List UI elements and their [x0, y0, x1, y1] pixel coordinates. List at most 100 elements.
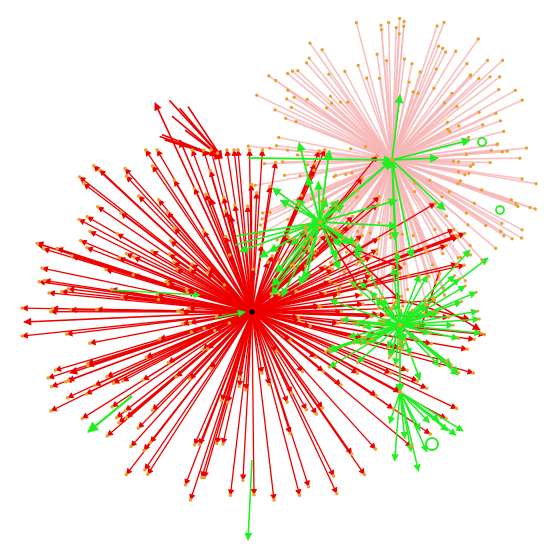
- leaf-node: [224, 209, 228, 213]
- red-edge: [251, 232, 466, 313]
- leaf-node: [444, 214, 448, 218]
- leaf-node: [221, 442, 225, 446]
- leaf-node: [500, 150, 504, 154]
- leaf-node: [462, 263, 466, 267]
- leaf-node: [46, 376, 50, 380]
- leaf-node: [467, 171, 471, 175]
- leaf-node: [156, 198, 161, 202]
- leaf-node: [444, 243, 448, 248]
- leaf-node: [270, 254, 274, 258]
- leaf-node: [362, 325, 366, 329]
- red-edge: [124, 311, 253, 412]
- leaf-node: [370, 337, 374, 341]
- leaf-node: [313, 355, 318, 359]
- leaf-node: [329, 101, 334, 105]
- leaf-node: [327, 365, 331, 369]
- leaf-node: [400, 232, 404, 236]
- leaf-node: [375, 154, 379, 158]
- pink-edge: [391, 63, 468, 161]
- leaf-node: [144, 148, 148, 152]
- pink-edge: [344, 71, 393, 161]
- leaf-node: [267, 383, 271, 387]
- leaf-node: [309, 197, 313, 201]
- leaf-node: [124, 472, 128, 477]
- leaf-node: [444, 416, 448, 421]
- leaf-node: [49, 409, 53, 413]
- leaf-node: [290, 69, 295, 73]
- leaf-node: [346, 100, 350, 104]
- leaf-node: [274, 78, 278, 83]
- leaf-node: [295, 153, 299, 157]
- leaf-node: [202, 475, 206, 480]
- leaf-node: [289, 263, 293, 267]
- leaf-node: [369, 273, 373, 278]
- leaf-node: [358, 280, 362, 284]
- red-edge: [111, 311, 253, 408]
- leaf-node: [433, 201, 437, 205]
- leaf-node: [485, 58, 490, 63]
- leaf-node: [444, 359, 449, 363]
- pink-edge: [376, 54, 393, 161]
- leaf-node: [187, 306, 191, 310]
- leaf-node: [334, 173, 338, 178]
- pink-edge: [391, 159, 459, 185]
- leaf-node: [379, 297, 383, 301]
- green-edge: [399, 274, 428, 326]
- leaf-node: [232, 148, 236, 152]
- pink-edge: [342, 159, 393, 239]
- green-edge: [391, 94, 404, 161]
- leaf-node: [109, 287, 114, 291]
- leaf-node: [328, 94, 332, 98]
- pink-edge: [391, 123, 483, 161]
- red-edge: [251, 311, 317, 415]
- leaf-node: [361, 225, 365, 229]
- leaf-node: [85, 215, 89, 219]
- leaf-node: [477, 317, 481, 321]
- leaf-node: [388, 371, 393, 375]
- leaf-node: [411, 234, 415, 238]
- green-edge: [271, 221, 321, 297]
- self-loop: [477, 137, 487, 147]
- leaf-node: [167, 252, 172, 256]
- leaf-node: [472, 201, 476, 205]
- leaf-node: [338, 285, 342, 289]
- leaf-node: [388, 307, 393, 311]
- leaf-node: [457, 160, 461, 164]
- red-edge: [251, 311, 324, 372]
- red-edge: [124, 168, 253, 313]
- green-edge: [279, 199, 321, 223]
- leaf-node: [308, 324, 312, 328]
- red-edge: [200, 311, 253, 479]
- leaf-node: [460, 300, 463, 304]
- leaf-node: [354, 21, 358, 25]
- leaf-node: [119, 211, 123, 215]
- red-edge: [251, 311, 431, 435]
- red-edge: [231, 149, 253, 313]
- leaf-node: [323, 198, 327, 202]
- hub-node-pink: [390, 158, 394, 162]
- red-edge: [168, 253, 253, 313]
- leaf-node: [355, 189, 359, 193]
- leaf-node: [472, 337, 476, 341]
- leaf-node: [488, 161, 492, 165]
- red-edge: [187, 106, 223, 159]
- leaf-node: [294, 120, 298, 124]
- leaf-node: [88, 341, 92, 345]
- red-edge: [251, 261, 270, 313]
- leaf-node: [225, 148, 229, 152]
- leaf-node: [208, 366, 213, 370]
- leaf-node: [423, 312, 427, 316]
- leaf-node: [374, 285, 378, 289]
- leaf-node: [362, 258, 366, 263]
- leaf-node: [442, 20, 446, 24]
- leaf-node: [355, 229, 359, 233]
- green-edge: [399, 391, 428, 453]
- leaf-node: [304, 407, 308, 412]
- leaf-node: [60, 289, 64, 294]
- leaf-node: [201, 148, 206, 152]
- leaf-node: [375, 248, 379, 252]
- leaf-node: [324, 233, 328, 237]
- leaf-node: [277, 292, 281, 296]
- leaf-node: [376, 312, 380, 316]
